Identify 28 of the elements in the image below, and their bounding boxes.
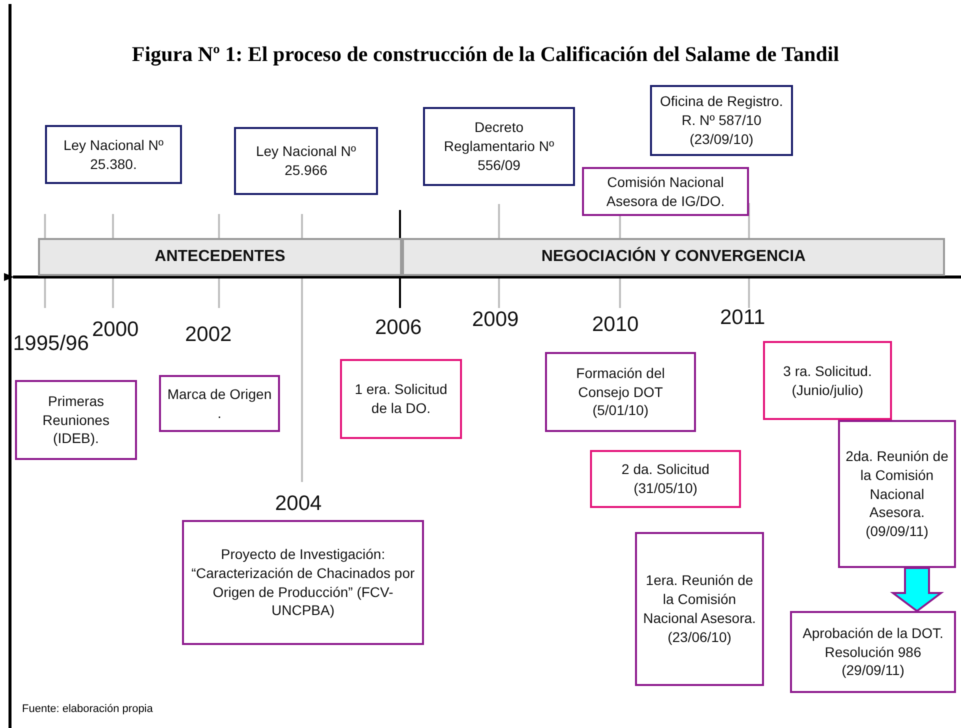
event-box: Comisión Nacional Asesora de IG/DO. bbox=[582, 167, 749, 216]
event-box: 1era. Reunión de la Comisión Nacional Asesora. (23/06/10) bbox=[635, 532, 764, 686]
event-box: 1 era. Solicitud de la DO. bbox=[340, 359, 462, 439]
year-label: 2009 bbox=[472, 308, 519, 332]
year-label: 2011 bbox=[720, 306, 766, 330]
year-label: 2006 bbox=[375, 316, 422, 340]
event-box: 2da. Reunión de la Comisión Nacional Asesora. (09/09/11) bbox=[838, 420, 956, 568]
source-note: Fuente: elaboración propia bbox=[22, 703, 153, 715]
figure-title: Figura Nº 1: El proceso de construcción de la Calificación del Salame de Tandil bbox=[130, 42, 840, 67]
event-box: Oficina de Registro. R. Nº 587/10 (23/09/10) bbox=[650, 85, 793, 156]
event-box: Primeras Reuniones (IDEB). bbox=[15, 380, 137, 460]
period-band: ANTECEDENTES bbox=[38, 238, 402, 276]
event-box: 3 ra. Solicitud. (Junio/julio) bbox=[763, 341, 892, 420]
event-box: Formación del Consejo DOT (5/01/10) bbox=[545, 352, 696, 432]
event-box: Ley Nacional Nº 25.966 bbox=[234, 127, 378, 195]
event-box: Decreto Reglamentario Nº 556/09 bbox=[423, 107, 575, 186]
event-box: Ley Nacional Nº 25.380. bbox=[45, 125, 182, 184]
block-arrow bbox=[890, 567, 944, 612]
period-band: NEGOCIACIÓN Y CONVERGENCIA bbox=[402, 238, 945, 276]
year-label: 2010 bbox=[592, 313, 639, 337]
year-label: 2002 bbox=[185, 323, 232, 347]
event-box: Marca de Origen . bbox=[159, 375, 280, 432]
year-label: 2000 bbox=[92, 318, 139, 342]
event-box: Proyecto de Investigación: “Caracterización de Chacinados por Origen de Producción” (FCV-UNCPBA) bbox=[182, 520, 424, 645]
year-label: 1995/96 bbox=[13, 332, 89, 356]
event-box: 2 da. Solicitud (31/05/10) bbox=[590, 450, 741, 508]
event-box: Aprobación de la DOT. Resolución 986 (29/09/11) bbox=[790, 611, 956, 693]
year-label: 2004 bbox=[275, 492, 322, 516]
